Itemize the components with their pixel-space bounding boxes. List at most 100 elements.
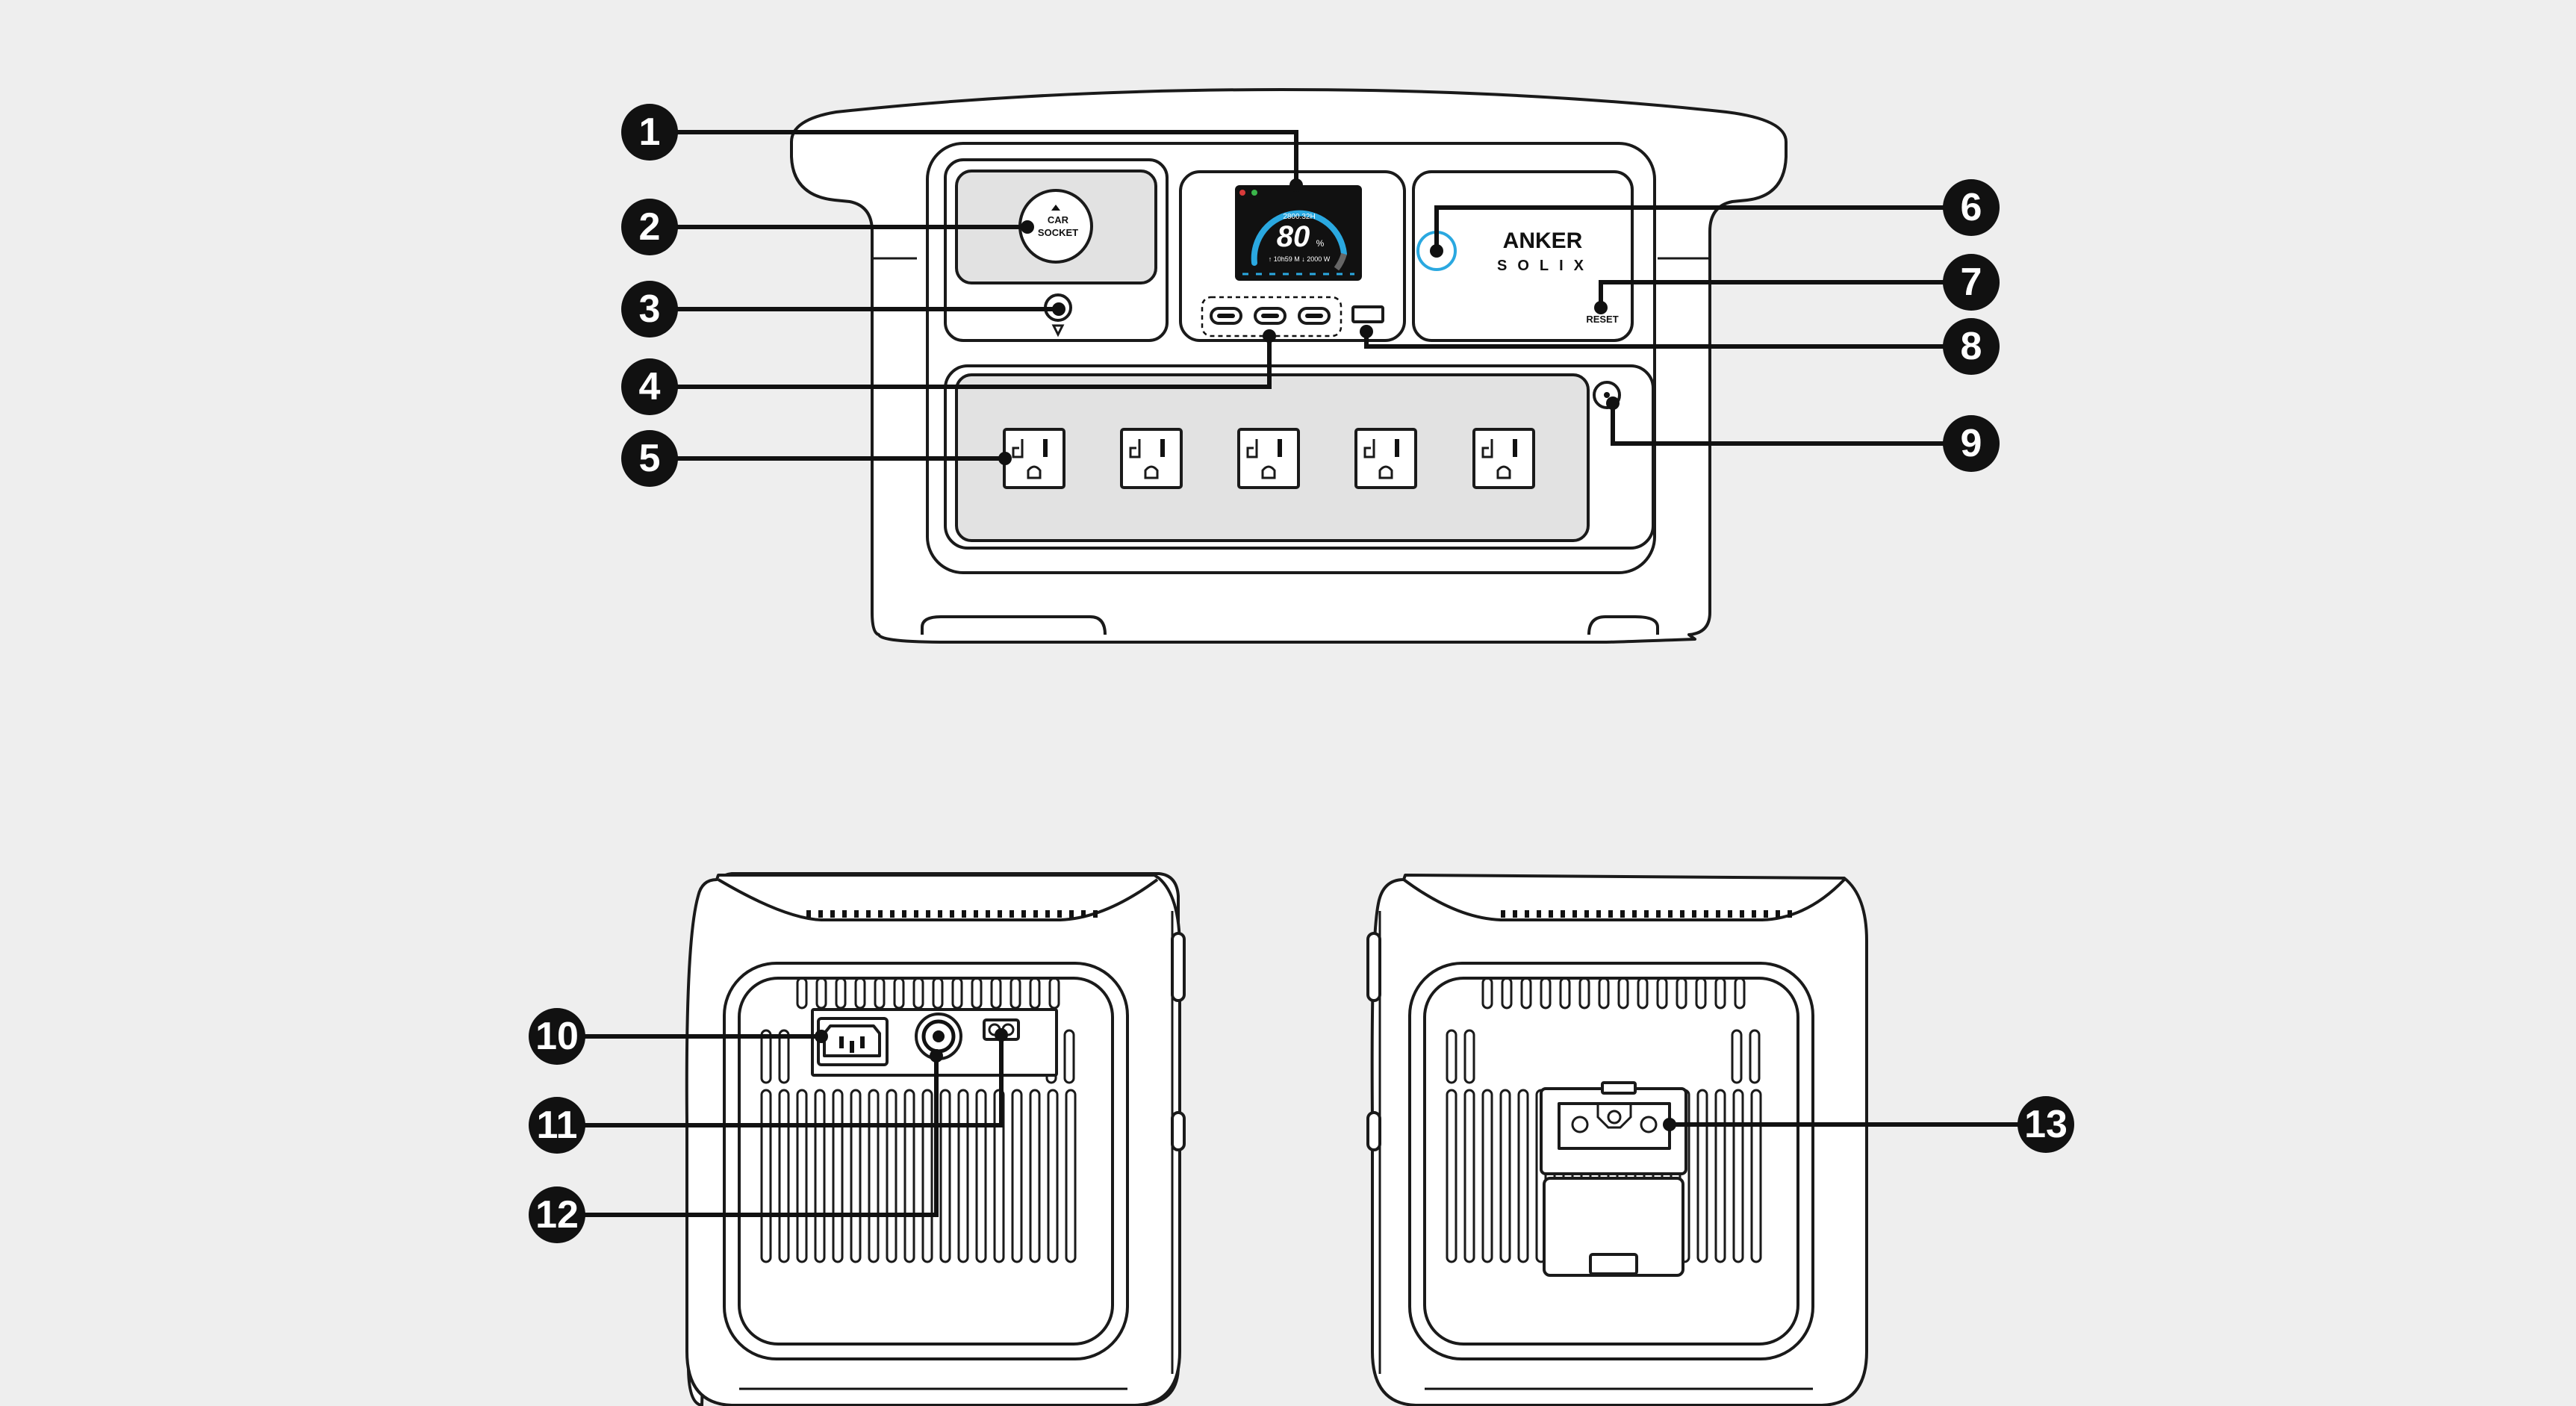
vent-slot: [1463, 1029, 1475, 1084]
outlet-slot-left-icon: [1481, 439, 1493, 458]
vent-slot: [1714, 977, 1726, 1010]
vent-slot: [1499, 1089, 1511, 1263]
leader-11: [557, 1035, 1004, 1127]
ac-outlet-2[interactable]: [1120, 428, 1183, 489]
brand-sub: SOLIX: [1497, 258, 1594, 274]
callout-13: 13: [2017, 1096, 2074, 1153]
back-side-handle-2: [1171, 1111, 1186, 1151]
callout-8: 8: [1943, 318, 2000, 375]
ac-input-pin-2: [850, 1041, 854, 1053]
callout-5-number: 5: [639, 437, 661, 480]
leader-9: [1611, 403, 1971, 446]
vent-slot: [760, 1089, 772, 1263]
outlet-slot-right-icon: [1043, 439, 1048, 457]
callout-3-number: 3: [639, 287, 661, 331]
vent-slot: [1520, 977, 1532, 1010]
vent-slot: [1517, 1089, 1529, 1263]
back-top-rim: [717, 878, 1159, 921]
leader-6: [1434, 205, 1971, 251]
expansion-pin-2: [1607, 1110, 1622, 1125]
usb-c-port-3-inner: [1305, 314, 1323, 318]
leader-5-dot: [998, 452, 1012, 465]
callout-9: 9: [1943, 415, 2000, 472]
vent-slot: [1598, 977, 1610, 1010]
vent-slot: [1696, 1089, 1708, 1263]
leader-4-dot: [1263, 329, 1276, 343]
back-view: [685, 872, 1186, 1406]
leader-12-dot: [930, 1049, 943, 1063]
callout-13-number: 13: [2024, 1103, 2068, 1146]
callout-11: 11: [529, 1097, 585, 1154]
callout-10-number: 10: [535, 1015, 579, 1058]
leader-13-dot: [1663, 1118, 1676, 1131]
front-frame: [926, 142, 1656, 574]
leader-7-dot: [1594, 301, 1608, 314]
usb-c-port-1-inner: [1217, 314, 1235, 318]
vent-slot: [1734, 977, 1746, 1010]
ac-outlet-4[interactable]: [1354, 428, 1417, 489]
ac-button-dot: [1604, 392, 1610, 398]
vent-slot: [1463, 1089, 1475, 1263]
screen: [1235, 185, 1362, 281]
side-handle-1: [1366, 932, 1381, 1002]
callout-8-number: 8: [1961, 325, 1982, 368]
vent-slot: [778, 1089, 790, 1263]
back-frame-inner: [738, 977, 1114, 1346]
vent-slot: [1750, 1089, 1762, 1263]
expansion-pin-1: [1571, 1116, 1589, 1133]
usb-a-port[interactable]: [1351, 305, 1384, 323]
side-handle-2: [1366, 1111, 1381, 1151]
expansion-port-key: [1596, 1104, 1632, 1129]
leader-lines: [557, 130, 2046, 1217]
vent-slot: [1578, 977, 1590, 1010]
callout-6-number: 6: [1961, 186, 1982, 229]
side-view: [1366, 874, 1868, 1406]
callout-3: 3: [621, 281, 678, 337]
outlet-ground-icon: [1496, 465, 1511, 479]
outlet-slot-left-icon: [1363, 439, 1375, 458]
leader-9-dot: [1606, 396, 1620, 410]
screen-capacity: 2800.32H: [1283, 213, 1315, 221]
outlet-slot-left-icon: [1012, 439, 1024, 458]
front-foot-left: [921, 615, 1107, 635]
ac-outlet-5[interactable]: [1472, 428, 1535, 489]
callout-1: 1: [621, 104, 678, 161]
callout-5: 5: [621, 430, 678, 487]
screen-module: [1179, 170, 1406, 342]
vent-slot: [1731, 1029, 1743, 1084]
expansion-port[interactable]: [1558, 1102, 1671, 1150]
vent-slot: [957, 1089, 969, 1263]
screen-gauge-track: [1334, 252, 1347, 271]
callout-9-number: 9: [1961, 422, 1982, 465]
vent-slot: [1029, 1089, 1041, 1263]
reset-label: RESET: [1586, 314, 1618, 325]
leader-2-dot: [1021, 220, 1034, 234]
callout-12: 12: [529, 1186, 585, 1243]
car-socket-button-symbol-icon: [1051, 324, 1065, 337]
leader-7: [1599, 280, 1971, 308]
back-frame: [723, 962, 1129, 1360]
vent-slot: [778, 1029, 790, 1084]
vent-slot: [1656, 977, 1668, 1010]
leader-1-dot: [1289, 178, 1303, 192]
vent-slot: [1481, 977, 1493, 1010]
outlet-ground-icon: [1261, 465, 1276, 479]
vent-slot: [975, 1089, 987, 1263]
ac-outlet-3[interactable]: [1237, 428, 1300, 489]
outlet-slot-right-icon: [1278, 439, 1282, 457]
car-socket-label-1: CAR: [1048, 214, 1069, 225]
brand-name: ANKER: [1503, 228, 1583, 253]
vent-slot: [1695, 977, 1707, 1010]
screen-indicator-red: [1239, 190, 1245, 196]
vent-slot: [868, 1089, 880, 1263]
vent-slot: [1065, 1089, 1077, 1263]
outlet-ground-icon: [1027, 465, 1042, 479]
vent-slot: [921, 1089, 933, 1263]
ac-outlet-1[interactable]: [1003, 428, 1065, 489]
leader-12: [557, 1056, 939, 1217]
callout-1-number: 1: [639, 111, 661, 154]
leader-8-dot: [1360, 325, 1373, 338]
callout-6: 6: [1943, 179, 2000, 236]
leader-1: [650, 130, 1298, 185]
ac-outlet-face: [1237, 428, 1300, 489]
